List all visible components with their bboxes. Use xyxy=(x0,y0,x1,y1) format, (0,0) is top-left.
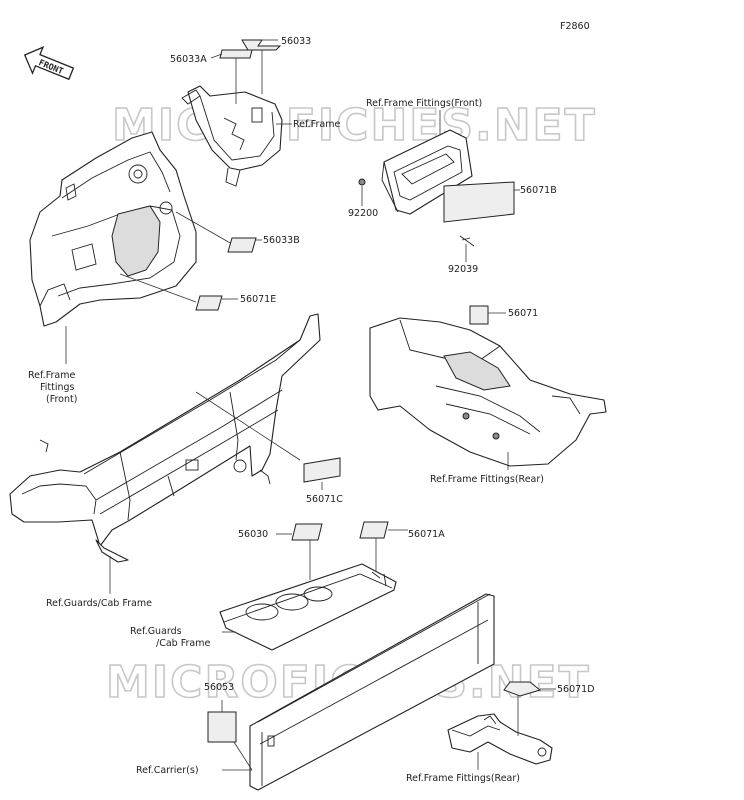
frame-bracket-top xyxy=(181,39,292,187)
ref-frame-fittings-front-top[interactable]: Ref.Frame Fittings(Front) xyxy=(366,98,482,109)
label-56071A xyxy=(359,521,389,539)
label-56071C xyxy=(303,457,341,483)
label-56033A xyxy=(219,49,253,59)
diagram-code: F2860 xyxy=(560,21,590,32)
part-56053[interactable]: 56053 xyxy=(204,682,234,693)
front-arrow-icon: FRONT xyxy=(23,46,75,81)
part-56033[interactable]: 56033 xyxy=(281,36,311,47)
label-56071B xyxy=(443,181,515,223)
ref-frame-fittings-front-left-1[interactable]: Ref.Frame xyxy=(28,370,75,381)
label-56033 xyxy=(241,39,282,51)
part-56071[interactable]: 56071 xyxy=(508,308,538,319)
label-56071D xyxy=(503,681,542,697)
part-56071C[interactable]: 56071C xyxy=(306,494,343,505)
ref-frame[interactable]: Ref.Frame xyxy=(293,119,340,130)
part-56030[interactable]: 56030 xyxy=(238,529,268,540)
carrier-side-panel xyxy=(207,593,495,791)
watermark-top: MICROFICHES.NET xyxy=(112,100,597,151)
part-56033B[interactable]: 56033B xyxy=(263,235,300,246)
rear-bracket xyxy=(447,681,556,770)
front-fitting-panel: Ref.Frame Fittings(Front) xyxy=(358,98,520,262)
cab-frame-guard xyxy=(9,313,321,594)
part-56071E[interactable]: 56071E xyxy=(240,294,276,305)
ref-carriers[interactable]: Ref.Carrier(s) xyxy=(136,765,199,776)
front-cowl-panel xyxy=(29,131,233,364)
label-56030 xyxy=(291,523,323,541)
part-56071A[interactable]: 56071A xyxy=(408,529,445,540)
ref-guards-cab-frame-2-line1[interactable]: Ref.Guards xyxy=(130,626,182,637)
part-92039[interactable]: 92039 xyxy=(448,264,478,275)
ref-frame-fittings-rear-2[interactable]: Ref.Frame Fittings(Rear) xyxy=(406,773,520,784)
label-56033B xyxy=(227,237,257,253)
part-56071B[interactable]: 56071B xyxy=(520,185,557,196)
tray-plate xyxy=(219,521,408,651)
part-56071D[interactable]: 56071D xyxy=(557,684,595,695)
part-56033A[interactable]: 56033A xyxy=(170,54,207,65)
rear-floor-panel xyxy=(369,305,607,470)
ref-frame-fittings-front-left-2[interactable]: Fittings xyxy=(40,382,75,393)
label-56071E xyxy=(195,295,223,311)
ref-guards-cab-frame-2-line2[interactable]: /Cab Frame xyxy=(156,638,210,649)
ref-guards-cab-frame[interactable]: Ref.Guards/Cab Frame xyxy=(46,598,152,609)
part-92200[interactable]: 92200 xyxy=(348,208,378,219)
ref-frame-fittings-front-left-3[interactable]: (Front) xyxy=(46,394,77,405)
ref-frame-fittings-rear[interactable]: Ref.Frame Fittings(Rear) xyxy=(430,474,544,485)
label-56071 xyxy=(469,305,489,325)
label-56053 xyxy=(207,711,237,743)
